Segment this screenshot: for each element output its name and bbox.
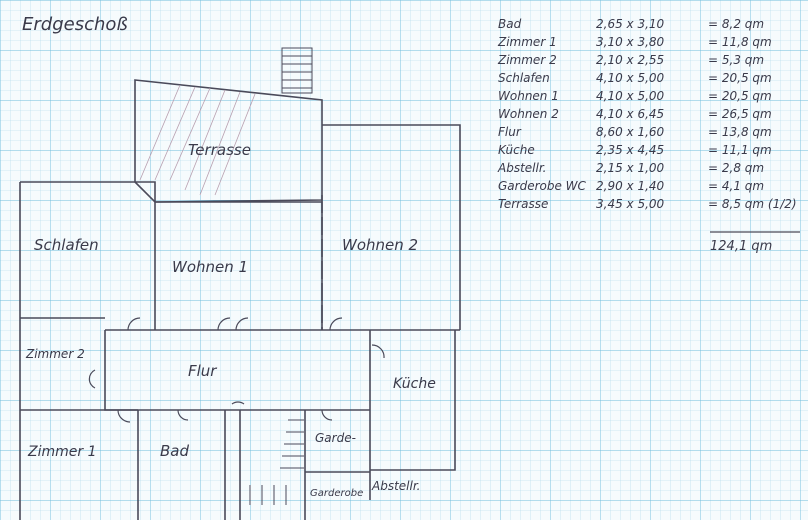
table-room: Zimmer 1	[497, 35, 557, 49]
table-room: Wohnen 2	[498, 107, 559, 121]
table-room: Küche	[498, 143, 535, 157]
area-table: Bad 2,65 x 3,10 = 8,2 qm Zimmer 1 3,10 x 3,8…	[497, 17, 800, 254]
table-dims: 2,35 x 4,45	[596, 143, 664, 157]
table-area: = 20,5 qm	[708, 71, 772, 85]
table-room: Flur	[498, 125, 522, 139]
table-area: = 13,8 qm	[708, 125, 772, 139]
room-labels: Terrasse Schlafen Wohnen 1 Wohnen 2 Zimm…	[25, 141, 436, 499]
table-area: = 11,1 qm	[708, 143, 772, 157]
room-lower-walls	[19, 410, 226, 520]
label-terrasse: Terrasse	[188, 141, 251, 159]
table-area: = 5,3 qm	[708, 53, 764, 67]
label-kueche: Küche	[393, 376, 436, 392]
table-room: Garderobe WC	[498, 179, 587, 193]
table-room: Bad	[498, 17, 522, 31]
label-flur: Flur	[188, 362, 217, 380]
table-dims: 3,45 x 5,00	[596, 197, 665, 211]
stairs-top	[281, 47, 313, 94]
label-schlafen: Schlafen	[34, 236, 99, 254]
label-zimmer1: Zimmer 1	[27, 444, 96, 460]
table-room: Schlafen	[498, 71, 550, 85]
room-garderobe-walls	[239, 410, 370, 520]
table-area: = 2,8 qm	[708, 161, 764, 175]
table-room: Abstellr.	[497, 161, 546, 175]
table-room: Wohnen 1	[498, 89, 559, 103]
label-garderobe2: Garderobe	[310, 488, 363, 499]
area-table-rows: Bad 2,65 x 3,10 = 8,2 qm Zimmer 1 3,10 x 3,8…	[497, 17, 797, 211]
label-bad: Bad	[160, 442, 189, 460]
table-area: = 8,2 qm	[708, 17, 764, 31]
floor-plan	[19, 47, 461, 520]
table-dims: 2,90 x 1,40	[596, 179, 665, 193]
label-wohnen2: Wohnen 2	[342, 236, 418, 254]
terrace-outline	[134, 79, 323, 203]
table-dims: 8,60 x 1,60	[596, 125, 665, 139]
stairs-lower	[249, 419, 304, 505]
table-area: = 4,1 qm	[708, 179, 764, 193]
room-schlafen-walls	[19, 181, 156, 412]
table-dims: 3,10 x 3,80	[596, 35, 665, 49]
label-zimmer2: Zimmer 2	[25, 347, 85, 361]
table-dims: 4,10 x 5,00	[596, 89, 665, 103]
terrace-hatching	[139, 84, 256, 196]
label-wohnen1: Wohnen 1	[172, 258, 248, 276]
label-garderobe: Garde-	[315, 431, 356, 445]
table-area: = 11,8 qm	[708, 35, 772, 49]
table-area: = 20,5 qm	[708, 89, 772, 103]
room-kueche-walls	[369, 330, 456, 500]
door-swings	[88, 317, 385, 423]
table-room: Zimmer 2	[497, 53, 557, 67]
table-dims: 4,10 x 5,00	[596, 71, 665, 85]
table-room: Terrasse	[498, 197, 548, 211]
area-total: 124,1 qm	[710, 239, 772, 254]
plan-title: Erdgeschoß	[22, 14, 128, 35]
table-area: = 26,5 qm	[708, 107, 772, 121]
table-dims: 2,15 x 1,00	[596, 161, 665, 175]
table-dims: 2,65 x 3,10	[596, 17, 665, 31]
table-dims: 2,10 x 2,55	[596, 53, 664, 67]
label-abstell: Abstellr.	[371, 479, 420, 493]
table-dims: 4,10 x 6,45	[596, 107, 664, 121]
table-area: = 8,5 qm (1/2)	[708, 197, 797, 211]
